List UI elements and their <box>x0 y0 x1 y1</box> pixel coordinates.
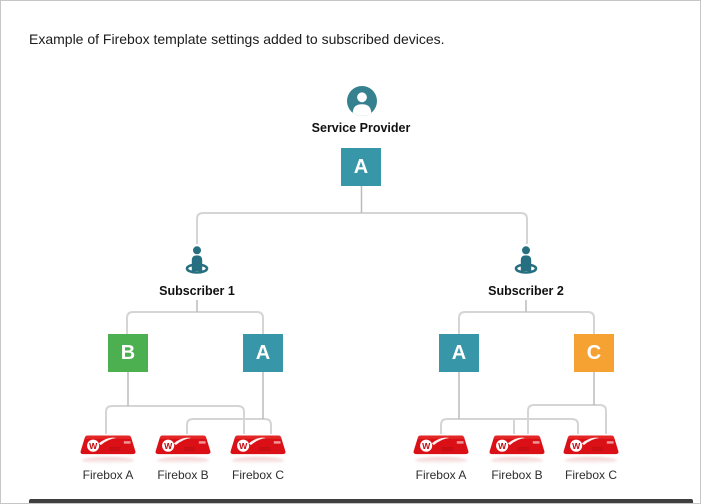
subscriber2-label: Subscriber 2 <box>488 284 564 298</box>
firebox-reflection <box>157 457 209 464</box>
subscriber1-person-icon <box>185 246 209 274</box>
firebox-device-icon <box>229 434 287 457</box>
service-provider-avatar-icon <box>347 86 377 116</box>
firebox-device-icon <box>562 434 620 457</box>
firebox-device-icon <box>412 434 470 457</box>
firebox-label: Firebox B <box>157 468 209 482</box>
sub1-firebox-a: Firebox A <box>73 434 143 482</box>
firebox-label: Firebox A <box>415 468 467 482</box>
sub2-to-templates-bracket <box>458 311 595 334</box>
sub2-template-a-bracket <box>440 418 579 434</box>
sp-to-subscribers-bracket <box>196 212 528 244</box>
firebox-reflection <box>415 457 467 464</box>
subscriber1-label: Subscriber 1 <box>159 284 235 298</box>
firebox-label: Firebox C <box>231 468 284 482</box>
bottom-edge-bar <box>29 499 693 503</box>
template-box-sp-a: A <box>341 148 381 186</box>
firebox-label: Firebox A <box>82 468 134 482</box>
firebox-reflection <box>82 457 134 464</box>
sub1-template-a-bracket <box>186 418 272 434</box>
subscriber2-person-icon <box>514 246 538 274</box>
firebox-label: Firebox C <box>564 468 617 482</box>
service-provider-label: Service Provider <box>311 121 411 135</box>
sub2-firebox-c: Firebox C <box>556 434 626 482</box>
firebox-reflection <box>565 457 617 464</box>
template-box-sub2-c: C <box>574 334 614 372</box>
template-box-sub2-a: A <box>439 334 479 372</box>
template-box-sub1-a: A <box>243 334 283 372</box>
sub1-firebox-b: Firebox B <box>148 434 218 482</box>
sub2-firebox-a: Firebox A <box>406 434 476 482</box>
template-box-sub1-b: B <box>108 334 148 372</box>
firebox-device-icon <box>488 434 546 457</box>
firebox-reflection <box>232 457 284 464</box>
firebox-device-icon <box>79 434 137 457</box>
sub2-firebox-b: Firebox B <box>482 434 552 482</box>
firebox-device-icon <box>154 434 212 457</box>
sub1-firebox-c: Firebox C <box>223 434 293 482</box>
sub2-template-c-bracket <box>527 404 607 434</box>
diagram-title: Example of Firebox template settings add… <box>29 31 445 47</box>
firebox-reflection <box>491 457 543 464</box>
sub1-template-b-bracket <box>105 405 245 434</box>
sub1-to-templates-bracket <box>126 311 264 334</box>
firebox-label: Firebox B <box>491 468 543 482</box>
